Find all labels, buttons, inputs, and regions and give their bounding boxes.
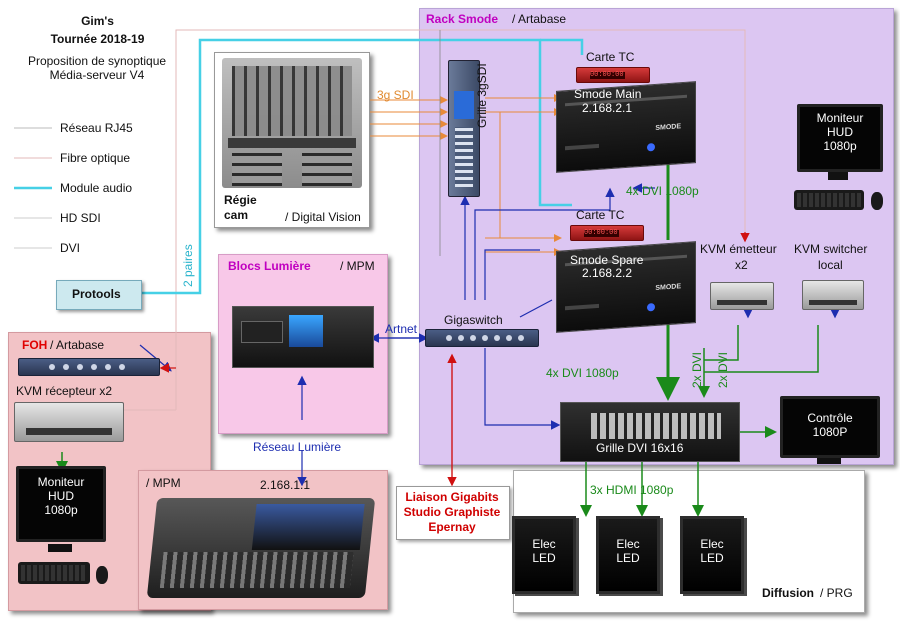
sdi-signal-label: 3g SDI: [377, 88, 414, 102]
dvi-main-label: 4x DVI 1080p: [626, 184, 699, 198]
console-owner: / MPM: [146, 476, 181, 490]
protools-box: [56, 280, 142, 310]
carte-tc-2-device: 00:00:00: [570, 225, 644, 241]
elec-led-panel-3: Elec LED: [680, 516, 744, 594]
hud-monitor-foh-stand: [48, 544, 72, 552]
hud-rack-keyboard: [794, 190, 864, 210]
gigaswitch-label: Gigaswitch: [444, 313, 503, 327]
subtitle-line-3: Proposition de synoptique: [27, 54, 167, 68]
smode-main-name: Smode Main: [574, 87, 642, 101]
liaison-line3: Epernay: [428, 520, 476, 534]
hud-monitor-rack-stand: [828, 172, 848, 180]
dvi-2x-b: 2x DVI: [716, 351, 730, 388]
kvm-switcher-line1: KVM switcher: [794, 242, 868, 256]
dvi-spare-label: 4x DVI 1080p: [546, 366, 619, 380]
rack-title: Rack Smode: [426, 12, 499, 26]
liaison-box: [396, 486, 510, 540]
foh-switch-device: [18, 358, 160, 376]
kvm-recepteur-label: KVM récepteur x2: [16, 384, 113, 398]
rack-owner: / Artabase: [512, 12, 567, 26]
legend-rj45: Réseau RJ45: [60, 121, 133, 135]
carte-tc-1-label: Carte TC: [586, 50, 635, 64]
liaison-line1: Liaison Gigabits: [405, 490, 499, 504]
kvm-switcher-device: [802, 280, 864, 310]
grille-dvi-device: [560, 402, 740, 462]
subtitle-line-4: Média-serveur V4: [49, 68, 145, 82]
grille-3gsdi-label: Grille 3gSDI: [475, 63, 489, 128]
hud-monitor-rack: Moniteur HUD 1080p: [797, 104, 883, 172]
reseau-lumiere-label: Réseau Lumière: [253, 440, 342, 454]
legend-dvi: DVI: [60, 241, 81, 255]
legend-fibre: Fibre optique: [60, 151, 131, 165]
blocs-owner: / MPM: [340, 259, 375, 273]
foh-owner: / Artabase: [50, 338, 105, 352]
controle-monitor: Contrôle 1080P: [780, 396, 880, 458]
gigaswitch-device: [425, 329, 539, 347]
diffusion-owner: / PRG: [820, 586, 853, 600]
console-ip: 2.168.1.1: [260, 478, 311, 492]
carte-tc-1-device: 00:00:00: [576, 67, 650, 83]
kvm-switcher-line2: local: [818, 258, 843, 272]
elec-led-panel-1: Elec LED: [512, 516, 576, 594]
regie-label: Régie cam: [224, 193, 257, 222]
elec-led-panel-2: Elec LED: [596, 516, 660, 594]
artnet-label: Artnet: [385, 322, 418, 336]
grille-dvi-label: Grille DVI 16x16: [596, 441, 684, 455]
hud-rack-mouse: [871, 192, 883, 210]
liaison-line2: Studio Graphiste: [403, 505, 501, 519]
smode-main-ip: 2.168.2.1: [582, 101, 633, 115]
kvm-emetteur-line1: KVM émetteur: [700, 242, 777, 256]
blocs-lumiere-device: [232, 306, 374, 368]
foh-mouse: [96, 566, 108, 584]
hdmi-label: 3x HDMI 1080p: [590, 483, 674, 497]
diffusion-title: Diffusion: [762, 586, 814, 600]
subtitle: Tournée 2018-19: [50, 32, 145, 46]
kvm-emetteur-device: [710, 282, 774, 310]
blocs-title: Blocs Lumière: [228, 259, 311, 273]
legend-hdsdi: HD SDI: [60, 211, 101, 225]
foh-keyboard: [18, 562, 90, 584]
regie-cam-image: [222, 58, 362, 188]
smode-spare-ip: 2.168.2.2: [582, 266, 633, 280]
hud-monitor-foh: Moniteur HUD 1080p: [16, 466, 106, 542]
kvm-emetteur-line2: x2: [735, 258, 748, 272]
kvm-recepteur-device: [14, 402, 124, 442]
smode-spare-name: Smode Spare: [570, 253, 644, 267]
grille-3gsdi-device: [448, 60, 480, 197]
title: Gim's: [81, 14, 114, 28]
carte-tc-2-label: Carte TC: [576, 208, 625, 222]
controle-monitor-stand: [817, 458, 841, 464]
foh-title: FOH: [22, 338, 48, 352]
regie-owner: / Digital Vision: [285, 210, 361, 224]
dvi-2x-a: 2x DVI: [690, 351, 704, 388]
deux-paires-label: 2 paires: [181, 244, 195, 287]
legend-audio: Module audio: [60, 181, 133, 195]
protools-label: Protools: [72, 287, 121, 301]
lighting-console: [146, 498, 376, 598]
